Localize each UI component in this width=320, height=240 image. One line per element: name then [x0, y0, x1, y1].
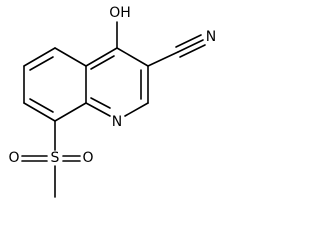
- bond-c5-c6-inner: [29, 56, 54, 71]
- bond-c7-c8-inner: [29, 98, 54, 113]
- molecule-structure: OH N N S O O: [8, 5, 216, 198]
- bond-c8-c8a: [54, 102, 87, 122]
- bond-cn-triple-3: [179, 44, 206, 58]
- bond-c4-c3: [116, 47, 149, 67]
- bond-c2-n1: [124, 102, 149, 117]
- nitrile-nitrogen-label: N: [206, 29, 216, 45]
- bond-n1-c8a: [85, 102, 111, 117]
- bond-cn-triple-2: [175, 34, 202, 48]
- sulfonyl-oxygen-right-label: O: [82, 150, 93, 166]
- bond-c3-cn: [147, 51, 179, 67]
- bond-c7-c8: [23, 102, 56, 122]
- bond-n1-c8a-inner: [90, 97, 111, 109]
- bond-c4a-c5: [54, 47, 87, 67]
- bond-c5-c6: [23, 47, 56, 67]
- bond-c4-c4a-inner: [90, 55, 115, 70]
- sulfonyl-oxygen-left-label: O: [8, 150, 19, 166]
- bond-c4-c4a: [85, 47, 118, 67]
- ring-nitrogen-label: N: [112, 114, 122, 130]
- sulfur-label: S: [51, 150, 60, 166]
- hydroxyl-label: OH: [109, 5, 131, 21]
- bond-cn-triple-1: [177, 39, 204, 53]
